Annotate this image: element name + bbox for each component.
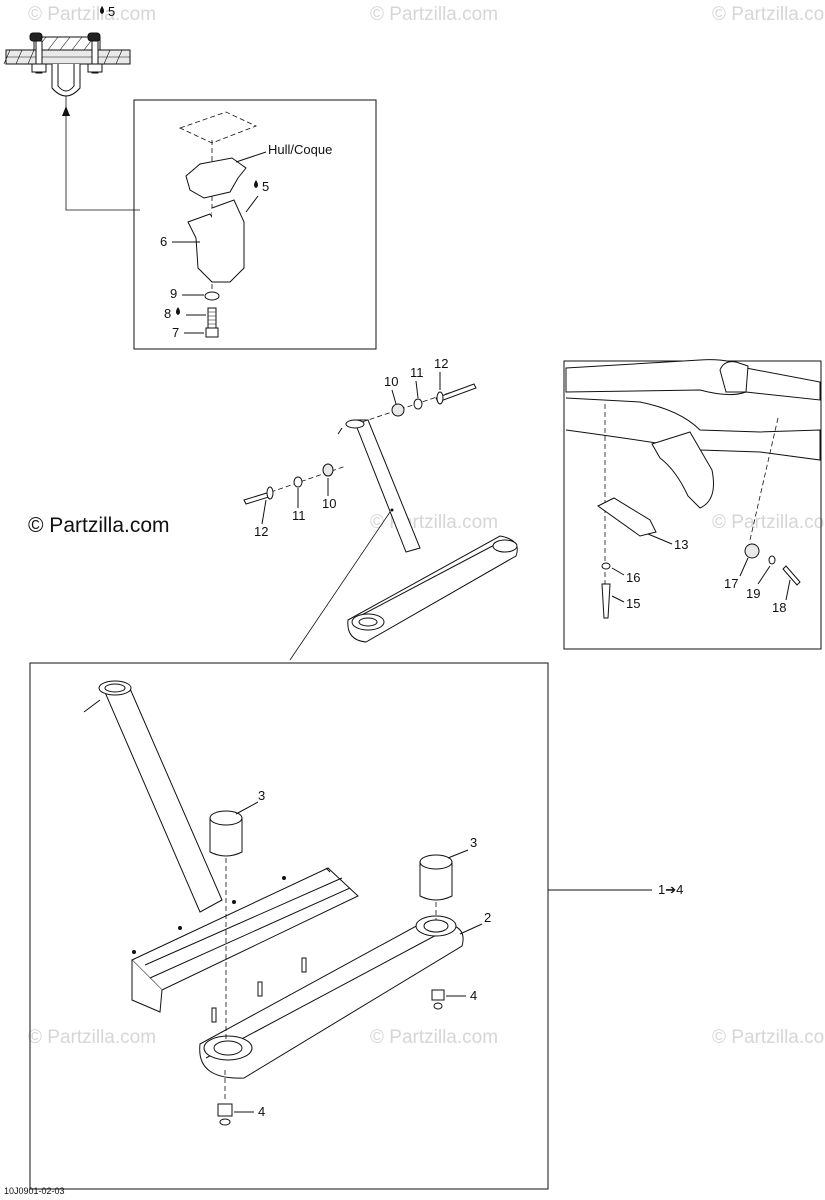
callout-6: 6	[160, 234, 167, 249]
callout-4: 4	[258, 1104, 265, 1119]
callout-15: 15	[626, 596, 640, 611]
watermark-text: © Partzilla.com	[712, 512, 825, 533]
assembly-ref: 1➔4	[658, 882, 683, 897]
callout-2: 2	[484, 910, 491, 925]
hull-label: Hull/Coque	[268, 142, 332, 157]
callout-10: 10	[322, 496, 336, 511]
drawing-reference: 10J0901-02-03	[4, 1186, 65, 1196]
callout-16: 16	[626, 570, 640, 585]
callout-18: 18	[772, 600, 786, 615]
watermark-text: © Partzilla.com	[370, 512, 498, 533]
callout-7: 7	[172, 325, 179, 340]
callout-9: 9	[170, 286, 177, 301]
callout-11: 11	[410, 365, 424, 380]
callout-3: 3	[258, 788, 265, 803]
callout-5: 5	[262, 179, 269, 194]
callout-3: 3	[470, 835, 477, 850]
callout-12: 12	[434, 356, 448, 371]
callout-13: 13	[674, 537, 688, 552]
callout-8: 8	[164, 306, 171, 321]
handle-assembly-view: 10 11 12 10 11 12	[243, 356, 518, 661]
installed-detail-box: 13 16 15 17 19 18	[563, 359, 822, 650]
callout-12: 12	[254, 524, 268, 539]
step-assembly-box: 1➔4 3 3 2	[29, 662, 683, 1190]
callout-19: 19	[746, 586, 760, 601]
sealant-drop-icon	[254, 180, 258, 188]
callout-4: 4	[470, 988, 477, 1003]
sealant-drop-icon	[100, 6, 104, 14]
bracket-detail-box: Hull/Coque 5 6 9 8 7	[133, 99, 377, 350]
watermark-text: © Partzilla.com	[712, 1027, 825, 1048]
callout-11: 11	[292, 508, 306, 523]
watermark-text: © Partzilla.com	[712, 4, 825, 25]
callout-5: 5	[108, 4, 115, 19]
brand-watermark: © Partzilla.com	[28, 514, 170, 537]
callout-17: 17	[724, 576, 738, 591]
watermark-text: © Partzilla.com	[370, 4, 498, 25]
watermark-text: © Partzilla.com	[28, 1027, 156, 1048]
callout-10: 10	[384, 374, 398, 389]
watermark-text: © Partzilla.com	[28, 4, 156, 25]
watermark-text: © Partzilla.com	[370, 1027, 498, 1048]
sealant-drop-icon	[176, 307, 180, 315]
hull-section-view: 5	[3, 4, 140, 211]
